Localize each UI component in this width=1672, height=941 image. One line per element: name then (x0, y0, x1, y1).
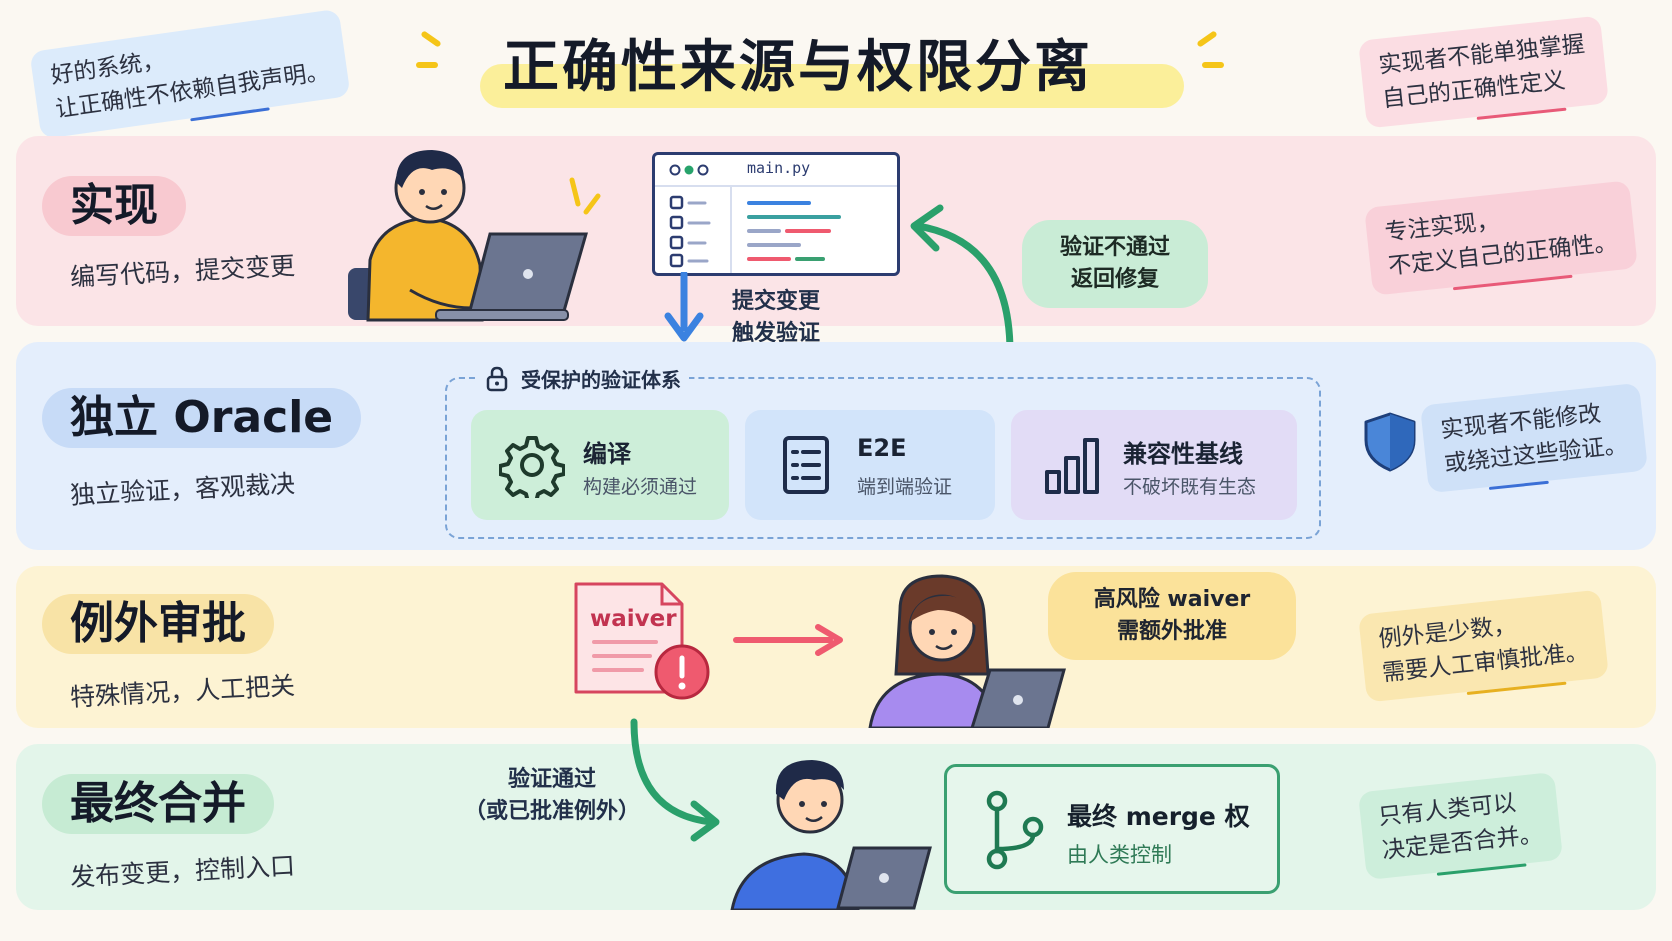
code-lines (747, 201, 841, 261)
bubble-line: 需额外批准 (1116, 619, 1227, 644)
submit-label: 提交变更 触发验证 (732, 286, 820, 350)
sparkle-mark (1196, 30, 1218, 48)
check-card-compat: 兼容性基线 不破坏既有生态 (1011, 410, 1297, 520)
check-title: E2E (857, 434, 907, 462)
pass-label-line: （或已批准例外） (463, 799, 640, 824)
reviewer-illustration (868, 574, 1066, 728)
check-card-compile: 编译 构建必须通过 (471, 410, 729, 520)
lock-icon (486, 366, 508, 392)
oracle-title: 独立 Oracle (42, 388, 362, 448)
merger-illustration (730, 760, 932, 910)
check-desc: 端到端验证 (857, 476, 953, 498)
fail-return-arrow (910, 204, 1014, 356)
waiver-arrow (733, 624, 843, 656)
sparkle-mark (1202, 62, 1224, 68)
merge-authority-box: 最终 merge 权 由人类控制 (944, 764, 1280, 894)
waiver-doc-label: waiver (590, 606, 677, 632)
bubble-line: 返回修复 (1070, 267, 1159, 292)
fail-bubble: 验证不通过 返回修复 (1022, 220, 1208, 308)
implement-title: 实现 (42, 176, 186, 236)
submit-label-line: 提交变更 (732, 289, 821, 314)
code-filename: main.py (747, 159, 811, 177)
title-highlight (480, 64, 1184, 108)
bubble-line: 验证不通过 (1059, 235, 1170, 260)
gear-icon (499, 436, 565, 498)
bar-chart-icon (1045, 438, 1099, 494)
sparkle-mark (416, 62, 438, 68)
page-title: 正确性来源与权限分离 (503, 35, 1093, 100)
sparkle-mark (420, 30, 442, 48)
git-branch-icon (986, 790, 1044, 870)
waiver-bubble: 高风险 waiver 需额外批准 (1048, 572, 1296, 660)
code-editor-window: main.py (652, 152, 900, 276)
protected-verification-system (445, 377, 1321, 539)
merge-title: 最终合并 (42, 774, 274, 834)
file-tree-icon (669, 195, 711, 268)
check-desc: 构建必须通过 (583, 476, 698, 498)
protected-label-text: 受保护的验证体系 (520, 368, 681, 392)
protected-label: 受保护的验证体系 (478, 364, 689, 393)
window-dots-icon (669, 164, 709, 176)
note-underline (1476, 107, 1567, 120)
shield-icon (1364, 412, 1416, 472)
editor-titlebar: main.py (655, 155, 897, 187)
submit-label-line: 触发验证 (732, 321, 821, 346)
pass-label: 验证通过 （或已批准例外） (462, 764, 642, 828)
merge-box-title: 最终 merge 权 (1067, 802, 1250, 831)
waiver-document-icon (574, 582, 710, 700)
note-good-system: 好的系统， 让正确性不依赖自我声明。 (29, 8, 351, 140)
note-implementer-rule: 实现者不能单独掌握 自己的正确性定义 (1358, 15, 1609, 129)
note-underline (190, 107, 270, 122)
exception-title: 例外审批 (42, 594, 274, 654)
check-title: 编译 (583, 440, 631, 468)
checklist-icon (783, 436, 829, 494)
developer-illustration (348, 150, 601, 322)
submit-arrow (664, 272, 704, 342)
check-card-e2e: E2E 端到端验证 (745, 410, 995, 520)
pass-label-line: 验证通过 (507, 767, 596, 792)
bubble-line: 高风险 waiver (1093, 587, 1251, 612)
merge-box-desc: 由人类控制 (1067, 843, 1172, 867)
check-desc: 不破坏既有生态 (1123, 476, 1257, 498)
check-title: 兼容性基线 (1123, 440, 1243, 468)
pass-arrow (630, 718, 720, 842)
file-tree (655, 187, 732, 273)
